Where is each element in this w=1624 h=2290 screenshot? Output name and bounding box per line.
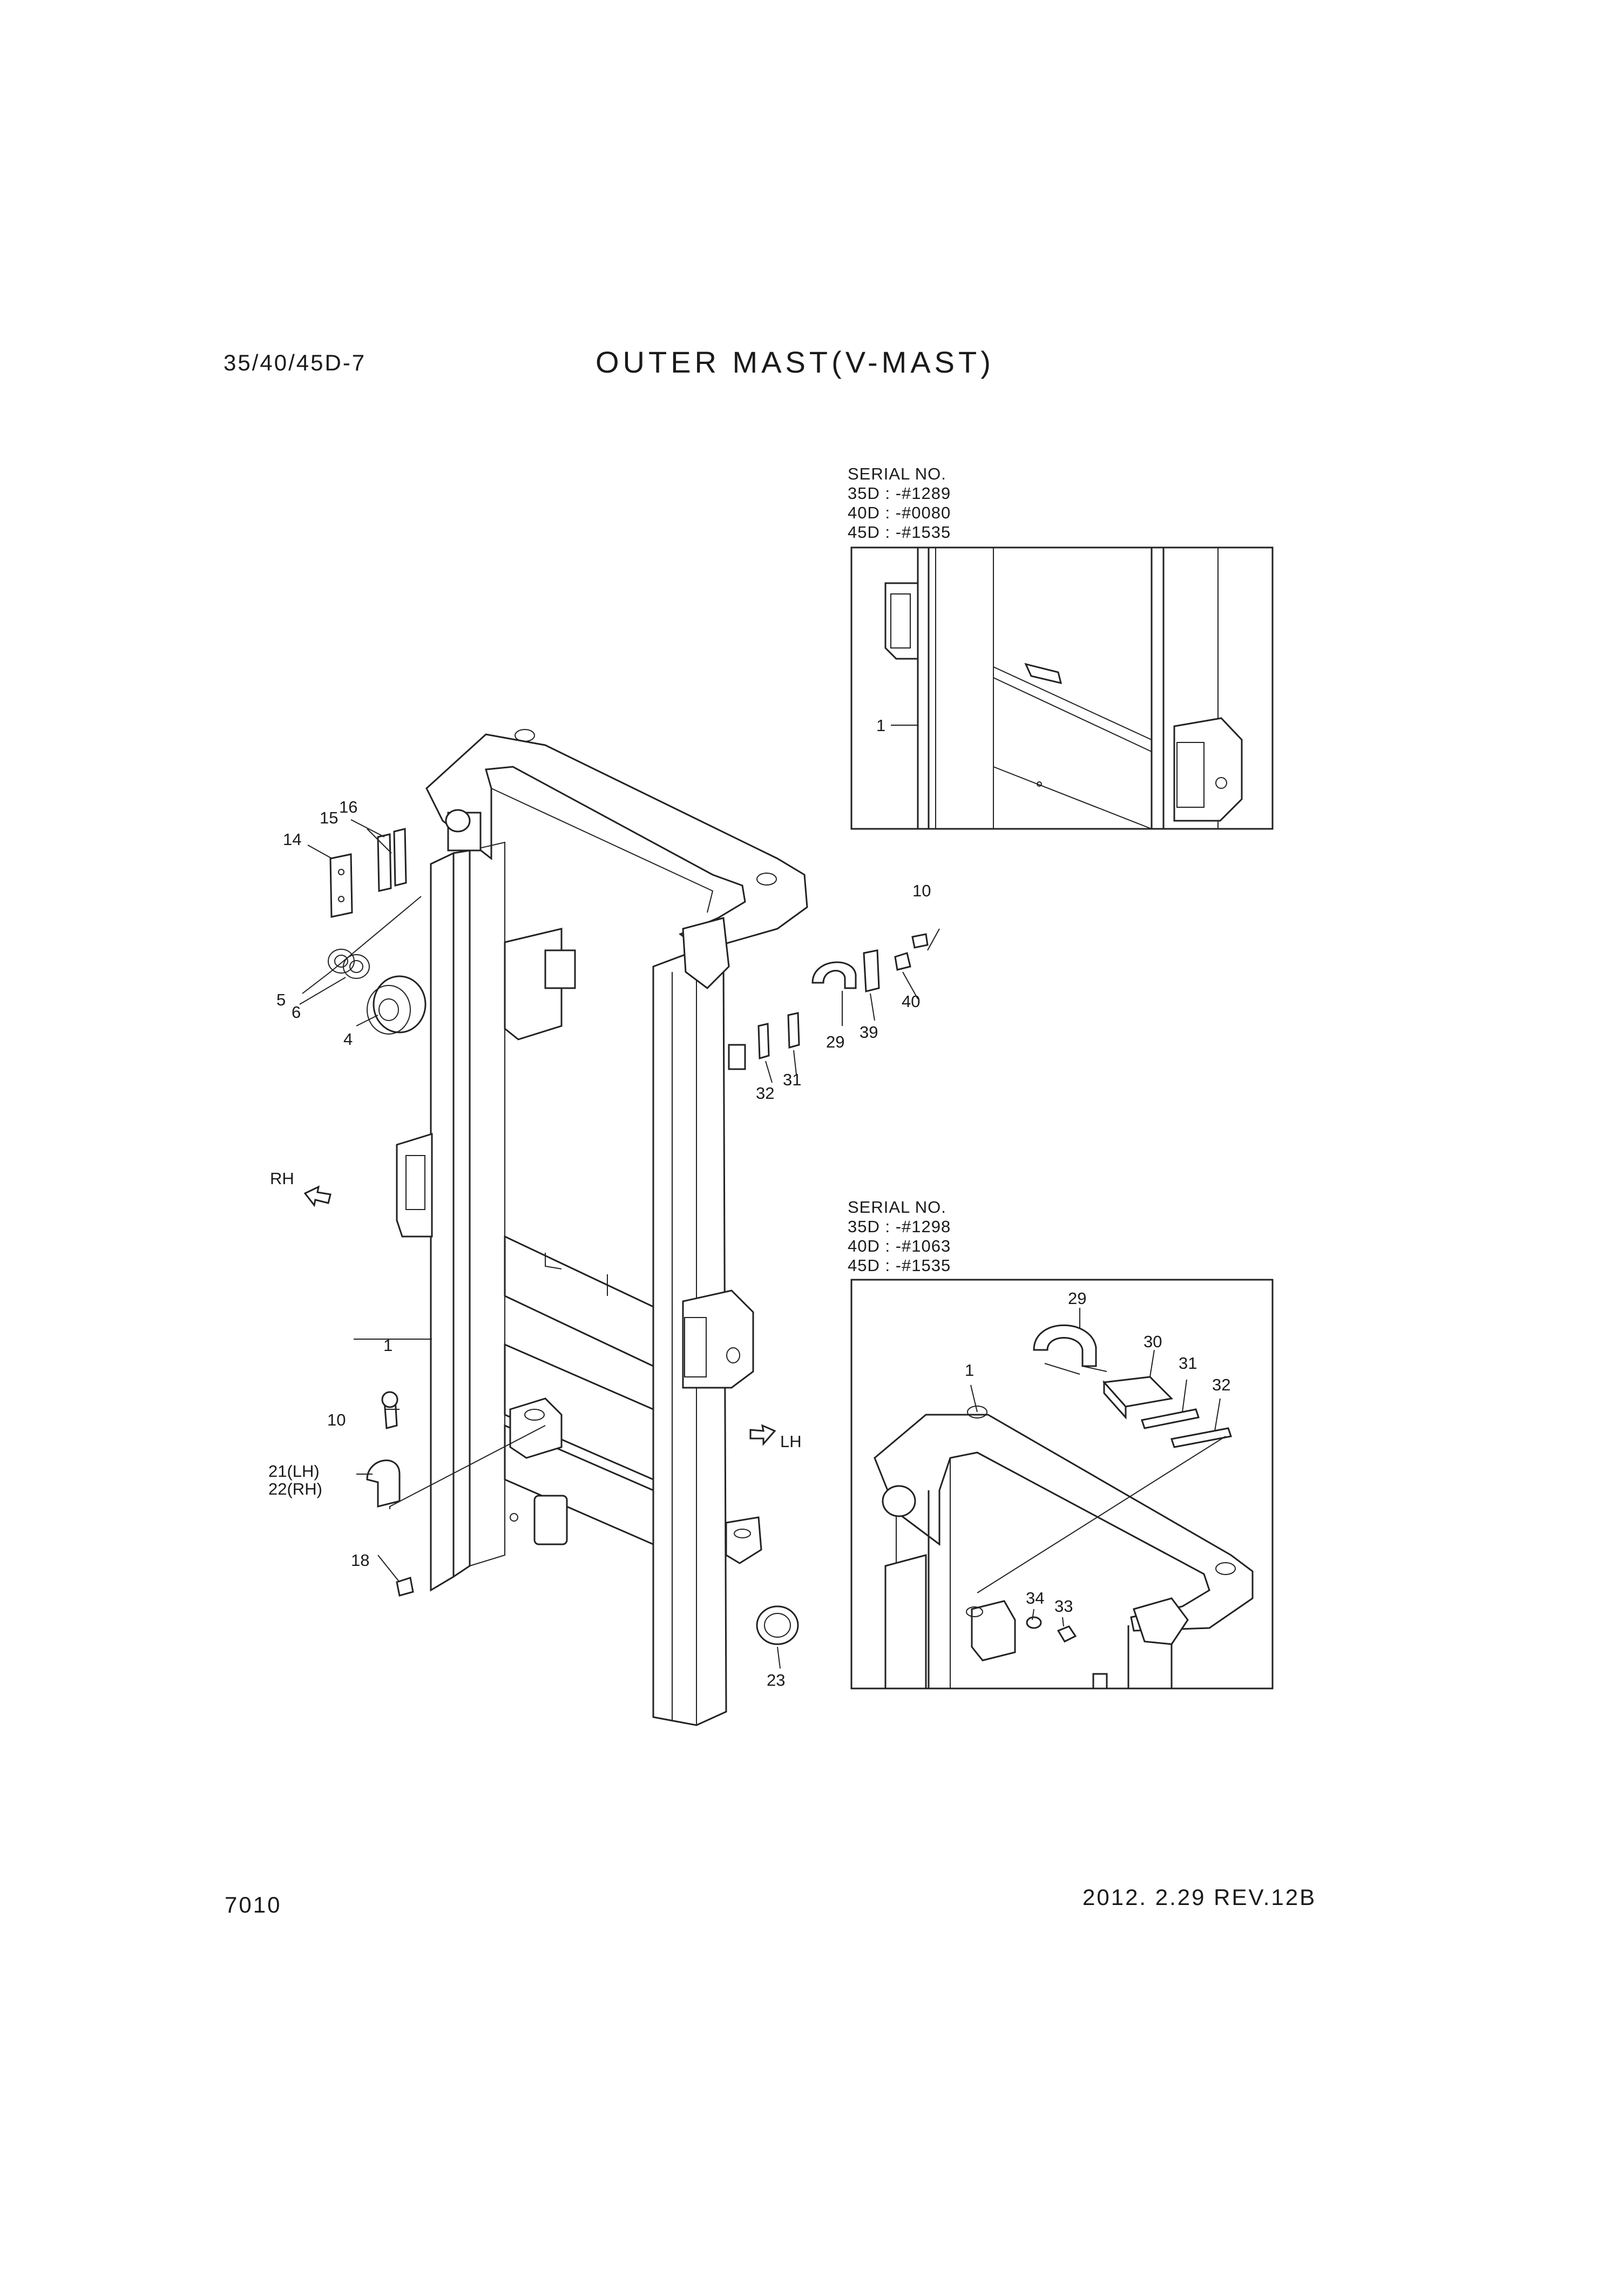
label-part-15: 15 (320, 808, 338, 827)
label-part-40: 40 (902, 992, 920, 1011)
serial-line: 35D : -#1289 (848, 484, 951, 503)
label-part-10: 10 (912, 881, 931, 900)
label-part-14: 14 (283, 830, 301, 849)
detail-inset-bottom: 29 30 31 32 1 34 33 (850, 1279, 1274, 1690)
serial-line: 40D : -#1063 (848, 1237, 951, 1255)
label-part-39: 39 (860, 1023, 878, 1042)
label-part-4: 4 (343, 1030, 353, 1049)
serial-note-bottom: SERIAL NO. 35D : -#1298 40D : -#1063 45D… (848, 1198, 951, 1275)
label-part-32: 32 (756, 1084, 774, 1103)
revision-date: 2012. 2.29 REV.12B (1082, 1884, 1317, 1910)
leader-lines (299, 819, 940, 1669)
label-part-29: 29 (1068, 1289, 1086, 1308)
outer-mast-assembly (396, 729, 808, 1726)
serial-line: SERIAL NO. (848, 1198, 946, 1217)
label-part-31: 31 (783, 1070, 801, 1089)
label-part-1: 1 (965, 1361, 974, 1380)
label-part-31: 31 (1179, 1354, 1197, 1373)
label-part-16: 16 (339, 798, 357, 816)
page-title: OUTER MAST(V-MAST) (596, 345, 994, 379)
label-part-30: 30 (1143, 1332, 1162, 1351)
label-lh-direction: LH (780, 1432, 802, 1451)
page-number: 7010 (225, 1892, 282, 1917)
detail-inset-top: 1 (850, 546, 1274, 830)
model-number: 35/40/45D-7 (224, 350, 367, 375)
label-part-5: 5 (276, 990, 286, 1009)
exploded-parts (303, 828, 929, 1645)
label-part-29: 29 (826, 1032, 844, 1051)
label-part-6: 6 (292, 1003, 301, 1022)
serial-line: 35D : -#1298 (848, 1217, 951, 1236)
serial-line: SERIAL NO. (848, 464, 946, 483)
label-part-1: 1 (876, 716, 885, 735)
serial-note-top: SERIAL NO. 35D : -#1289 40D : -#0080 45D… (848, 464, 951, 542)
serial-line: 45D : -#1535 (848, 523, 951, 542)
label-part-21: 21(LH) (268, 1462, 320, 1481)
label-part-1: 1 (383, 1336, 393, 1355)
label-part-34: 34 (1026, 1589, 1044, 1607)
label-part-33: 33 (1054, 1597, 1073, 1616)
label-rh-direction: RH (270, 1169, 294, 1188)
label-part-18: 18 (351, 1551, 369, 1570)
label-part-32: 32 (1212, 1375, 1230, 1394)
label-part-23: 23 (767, 1671, 785, 1690)
label-part-10: 10 (327, 1410, 346, 1429)
serial-line: 40D : -#0080 (848, 503, 951, 522)
serial-line: 45D : -#1535 (848, 1256, 951, 1275)
part-labels: 16 15 14 5 6 4 10 40 29 39 31 32 RH LH 1… (268, 798, 931, 1690)
label-part-22: 22(RH) (268, 1480, 322, 1498)
